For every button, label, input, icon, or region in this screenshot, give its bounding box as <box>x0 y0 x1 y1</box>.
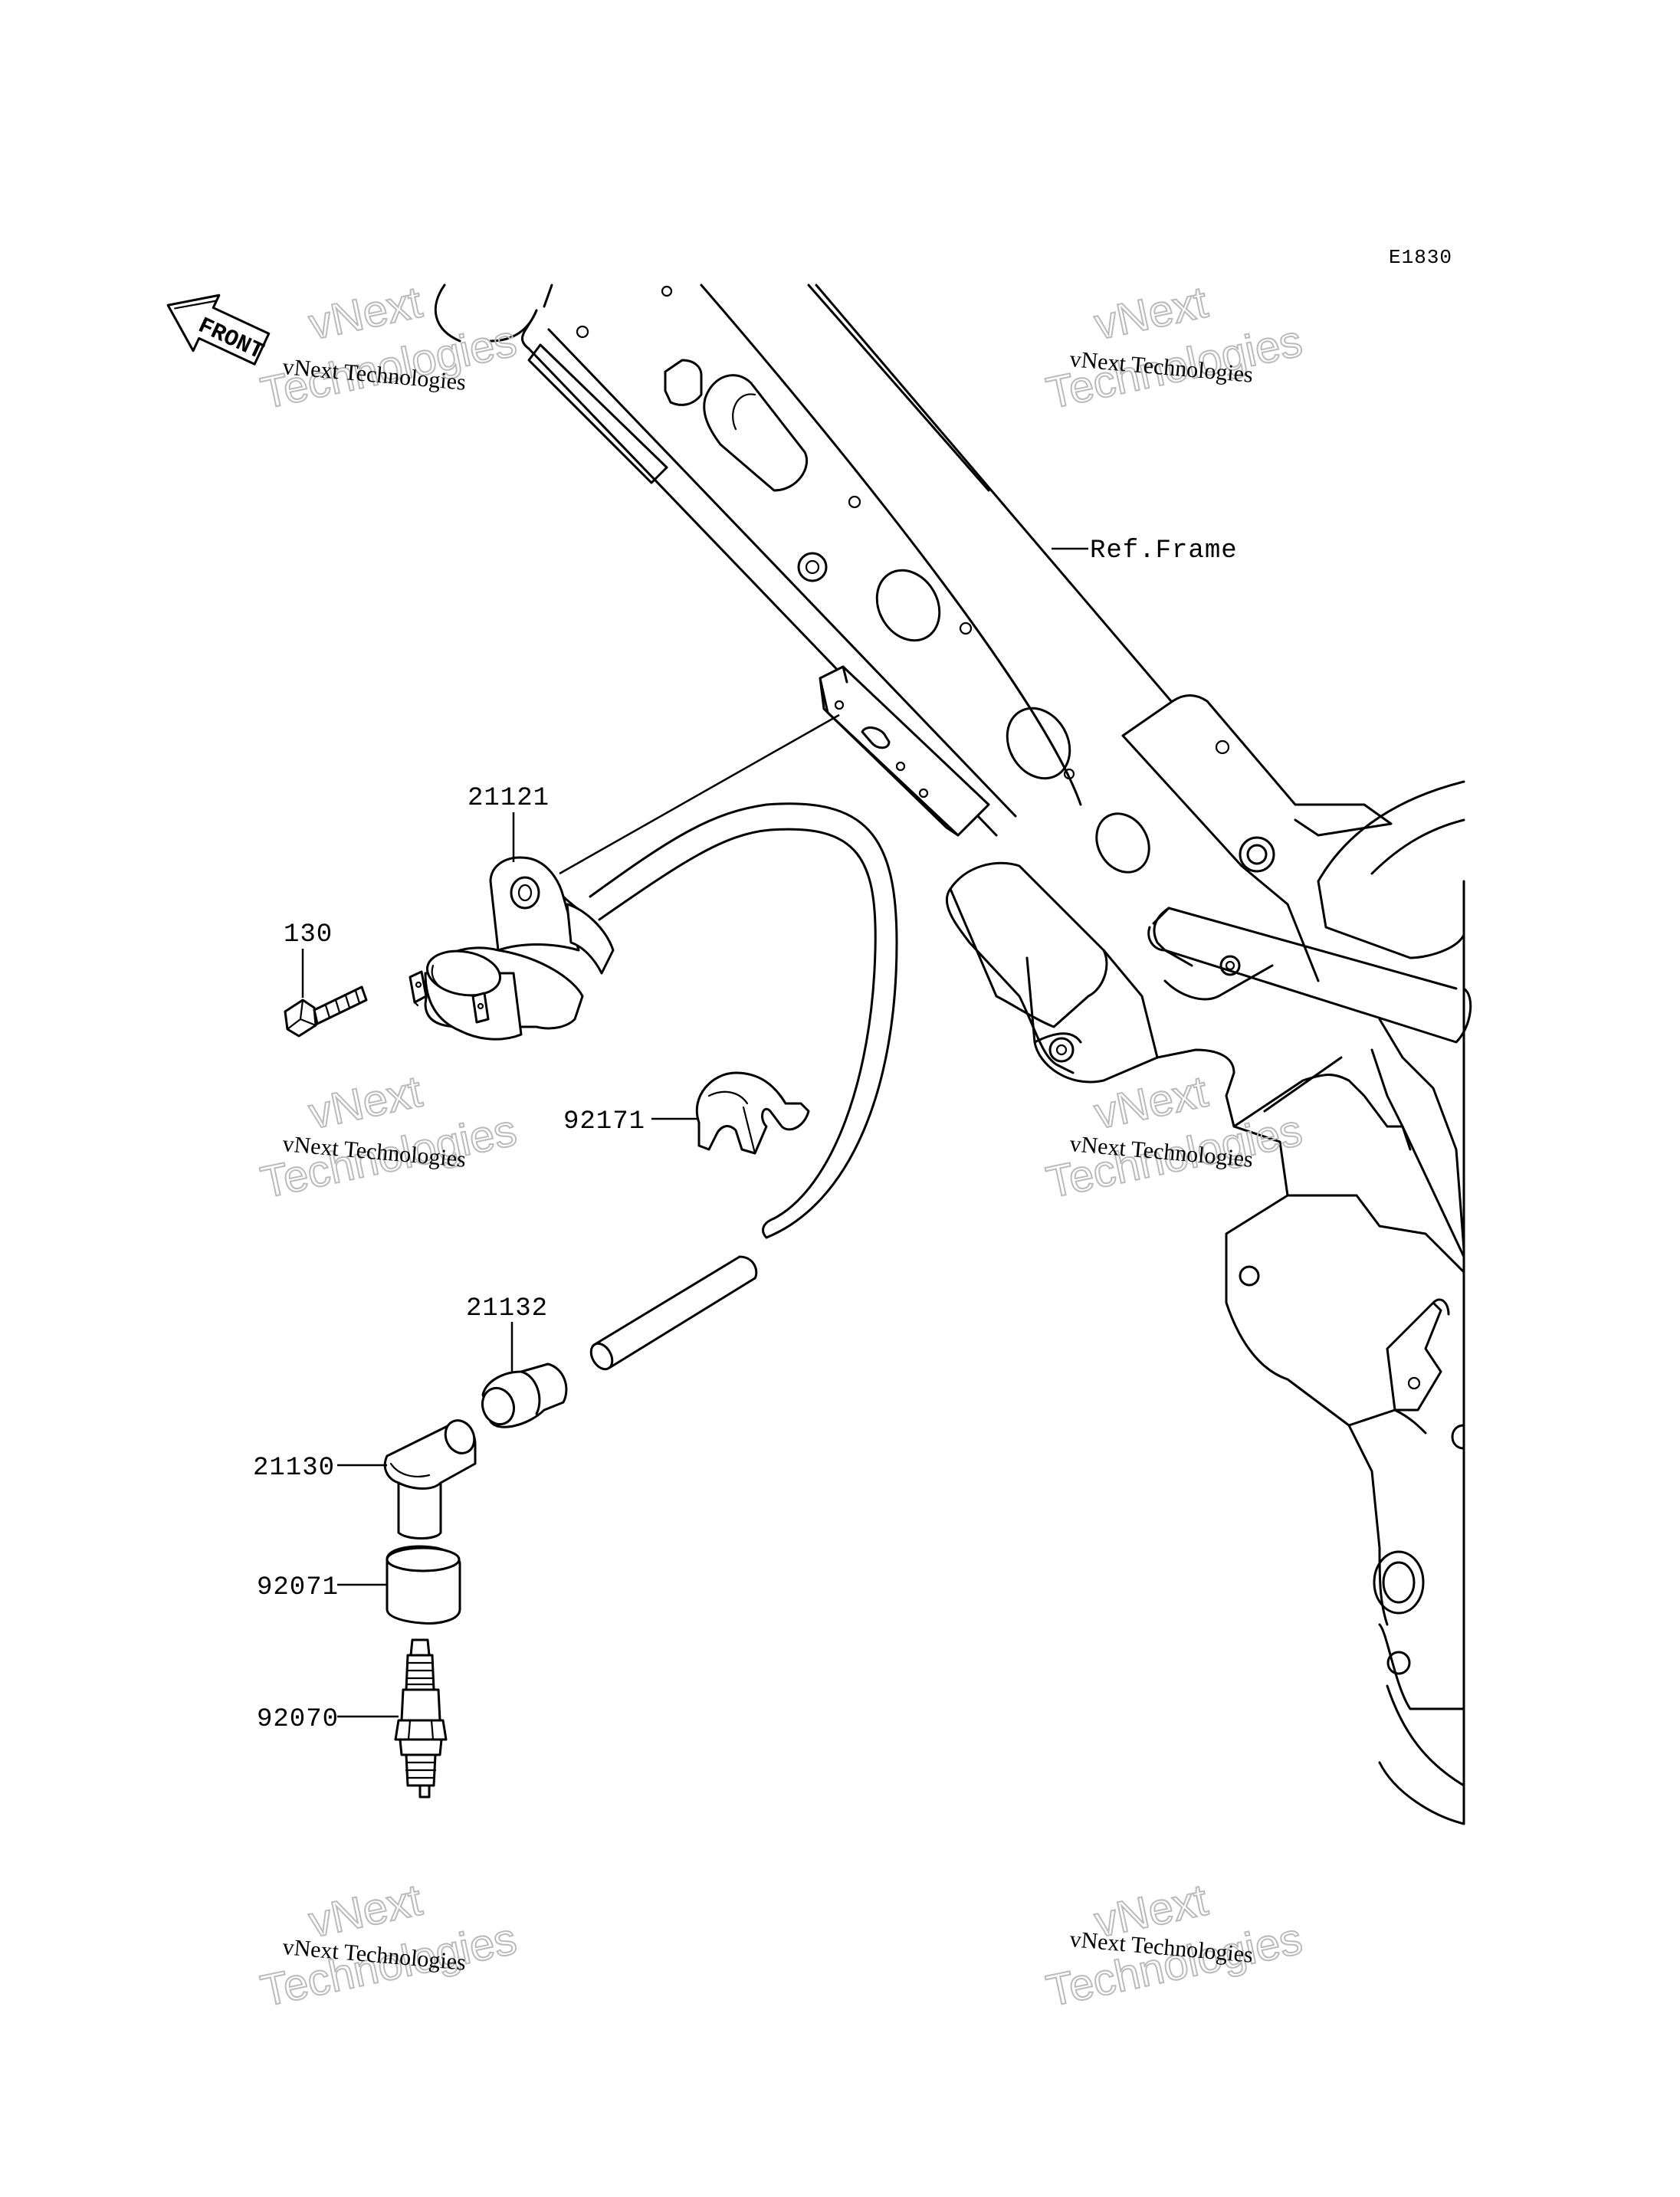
ref-frame-label: Ref.Frame <box>1090 536 1238 566</box>
coil-mount-bracket <box>559 665 990 875</box>
front-arrow-icon: FRONT <box>166 293 271 366</box>
watermark-1: vNext Technologies <box>256 277 522 419</box>
plug-boot <box>337 1545 461 1625</box>
part-label-21130: 21130 <box>253 1454 335 1483</box>
frame-drawing <box>434 284 1472 1825</box>
spark-plug <box>337 1638 448 1799</box>
ht-cable-segment <box>589 1255 758 1371</box>
part-label-92071: 92071 <box>257 1573 339 1602</box>
part-label-92070: 92070 <box>257 1705 339 1734</box>
cable-clamp <box>651 1071 810 1155</box>
watermark-3: vNext Technologies <box>256 1066 522 1208</box>
part-label-21132: 21132 <box>466 1294 548 1323</box>
diagram-code: E1830 <box>1389 246 1452 269</box>
bolt <box>284 949 368 1038</box>
part-label-21121: 21121 <box>468 784 550 813</box>
watermark-2: vNext Technologies <box>1042 277 1308 419</box>
seal-cap <box>481 1322 568 1428</box>
part-label-92171: 92171 <box>563 1107 645 1136</box>
part-label-130: 130 <box>284 920 333 949</box>
plug-cap <box>337 1419 477 1540</box>
ignition-coil <box>409 802 898 1239</box>
